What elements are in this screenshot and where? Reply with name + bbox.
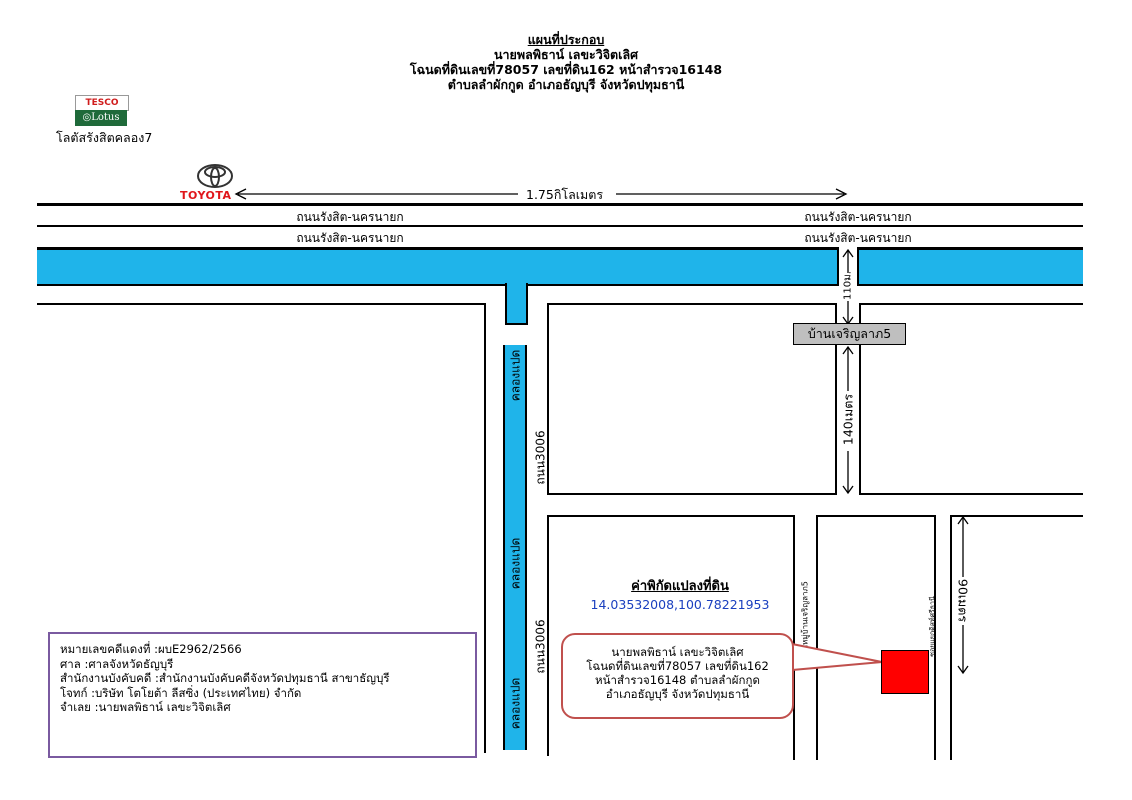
- main-road-line-1: [37, 203, 1083, 206]
- soi-block-right: [934, 515, 936, 760]
- upper-block-top: [547, 303, 837, 305]
- main-road-label-2-right: ถนนรังสิต-นครนายก: [804, 231, 912, 245]
- lotus-logo-text: Lotus: [91, 112, 120, 123]
- measure-90-label: 90เมตร: [955, 578, 971, 623]
- measure-110-label: 110ม.: [842, 271, 854, 300]
- map-title-block: แผนที่ประกอบ นายพลพิธาน์ เลขะวิจิตเลิศ โ…: [0, 32, 1132, 92]
- toyota-label: TOYOTA: [180, 189, 232, 202]
- location-info: ตำบลลำผักกูด อำเภอธัญบุรี จังหวัดปทุมธาน…: [447, 77, 685, 92]
- left-block-top: [37, 303, 485, 305]
- toyota-logo-icon: [197, 164, 233, 188]
- road-3006-label-lower: ถนน3006: [533, 619, 548, 674]
- lotus-logo-bottom: ◎Lotus: [75, 110, 127, 126]
- right-upper-block-bottom: [859, 493, 1083, 495]
- tesco-label: โลตัสรังสิตคลอง7: [56, 130, 153, 145]
- plaintiff: โจทก์ :บริษัท โตโยต้า ลีสซิ่ง (ประเทศไทย…: [60, 685, 302, 700]
- court-name: ศาล :ศาลจังหวัดธัญบุรี: [60, 656, 174, 671]
- village-box: บ้านเจริญลาภ5: [793, 323, 906, 345]
- callout-pointer: [790, 642, 883, 672]
- soi-block-top: [816, 515, 936, 517]
- canal-vertical: [503, 345, 527, 750]
- road-3006-label-upper: ถนน3006: [533, 430, 548, 485]
- soi-block-left: [816, 515, 818, 760]
- deed-info: โฉนดที่ดินเลขที่78057 เลขที่ดิน162 หน้าส…: [409, 62, 723, 77]
- lower-block-right: [793, 515, 795, 760]
- tesco-lotus-logo: TESCO ◎Lotus: [75, 95, 129, 129]
- distance-label: 1.75กิโลเมตร: [526, 187, 604, 202]
- main-road-line-2: [37, 225, 1083, 227]
- canal-label-middle: คลองแปด: [508, 537, 523, 590]
- main-road-label-2-left: ถนนรังสิต-นครนายก: [296, 231, 404, 245]
- measure-90-arrow: [957, 515, 969, 675]
- main-road-label-1-right: ถนนรังสิต-นครนายก: [804, 210, 912, 224]
- right-lower-block-left: [950, 515, 952, 760]
- lower-block-top: [547, 515, 795, 517]
- case-number: หมายเลขคดีแดงที่ :ผบE2962/2566: [60, 642, 242, 656]
- callout-line-3: หน้าสำรวจ16148 ตำบลลำผักกูด: [595, 673, 760, 687]
- coordinates-title: ค่าพิกัดแปลงที่ดิน: [631, 579, 729, 594]
- coordinates-value: 14.03532008,100.78221953: [590, 597, 770, 612]
- canal-label-upper: คลองแปด: [508, 349, 523, 402]
- owner-name: นายพลพิธาน์ เลขะวิจิตเลิศ: [493, 47, 639, 62]
- upper-block-right: [835, 303, 837, 495]
- callout-line-1: นายพลพิธาน์ เลขะวิจิตเลิศ: [611, 645, 744, 659]
- measure-140-label: 140เมตร: [840, 393, 856, 446]
- tesco-logo-top: TESCO: [75, 95, 129, 111]
- distance-arrow: [234, 188, 848, 200]
- main-road-label-1-left: ถนนรังสิต-นครนายก: [296, 210, 404, 224]
- right-lower-block-top: [950, 515, 1083, 517]
- right-upper-block-left: [859, 303, 861, 495]
- lotus-emblem-icon: ◎: [82, 112, 92, 123]
- target-plot-marker: [881, 650, 929, 694]
- callout-line-2: โฉนดที่ดินเลขที่78057 เลขที่ดิน162: [586, 659, 769, 673]
- plot-callout: นายพลพิธาน์ เลขะวิจิตเลิศ โฉนดที่ดินเลขท…: [561, 633, 794, 719]
- callout-line-4: อำเภอธัญบุรี จังหวัดปทุมธานี: [605, 687, 750, 701]
- road-3006-line-lower: [547, 516, 549, 756]
- map-title: แผนที่ประกอบ: [527, 32, 605, 47]
- road-3006-line-upper: [547, 303, 549, 495]
- right-upper-block-top: [859, 303, 1083, 305]
- measure-140-arrow: [842, 345, 854, 495]
- canal-label-lower: คลองแปด: [508, 677, 523, 730]
- upper-block-bottom: [547, 493, 837, 495]
- defendant: จำเลย :นายพลพิธาน์ เลขะวิจิตเลิศ: [60, 700, 231, 714]
- enforcement-office: สำนักงานบังคับคดี :สำนักงานบังคับคดีจังห…: [60, 671, 390, 685]
- canal-horizontal: [37, 247, 1083, 286]
- canal-branch: [505, 283, 528, 325]
- case-info-box: หมายเลขคดีแดงที่ :ผบE2962/2566 ศาล :ศาลจ…: [48, 632, 477, 758]
- left-block-right-edge: [484, 303, 486, 753]
